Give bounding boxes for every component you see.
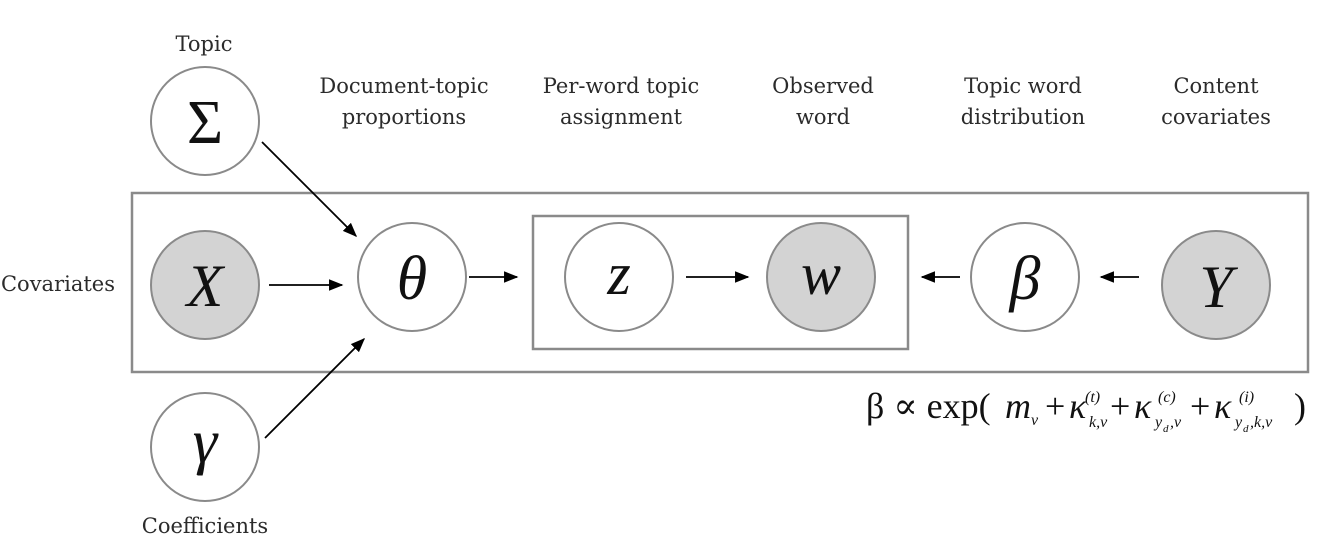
sigma-node: Σ [150, 66, 260, 176]
sigma-symbol: Σ [187, 89, 223, 157]
document-plate [130, 191, 1310, 374]
z-symbol: z [606, 241, 630, 307]
z-node: z [564, 222, 674, 332]
formula-kappa-c-sub-y: y [1153, 414, 1163, 431]
theta-node: θ [357, 222, 467, 332]
per-word-label-line2: assignment [560, 105, 683, 129]
w-node: w [766, 222, 876, 332]
formula-close: ) [1294, 386, 1306, 426]
y-node: Y [1161, 230, 1271, 340]
per-word-label-line1: Per-word topic [543, 74, 700, 98]
formula-kappa-c-sub-d: d [1163, 423, 1169, 435]
w-symbol: w [801, 241, 841, 307]
doc-topic-label-line2: proportions [342, 105, 466, 129]
coefficients-label: Coefficients [142, 514, 268, 538]
observed-label-line1: Observed [772, 74, 874, 98]
x-symbol: X [185, 253, 226, 319]
formula-kappa-t-sup: (t) [1085, 389, 1100, 406]
formula-lhs: β ∝ exp( [866, 386, 991, 426]
arrow-sigma-theta [261, 141, 358, 238]
formula-kappa-i-sub-d: d [1243, 423, 1249, 435]
doc-topic-label-line1: Document-topic [319, 74, 488, 98]
formula-m: m [1005, 386, 1031, 426]
formula-kappa-c: κ [1134, 386, 1152, 426]
topic-word-label-line1: Topic word [964, 74, 1082, 98]
topic-word-label-line2: distribution [961, 105, 1085, 129]
formula-plus-1: + [1045, 386, 1065, 426]
beta-formula: β ∝ exp( m v + κ (t) k,v + κ (c) y d ,v … [866, 386, 1306, 435]
topic-label: Topic [176, 32, 233, 56]
beta-symbol: β [1009, 245, 1041, 313]
formula-kappa-c-sup: (c) [1158, 389, 1176, 406]
x-node: X [150, 230, 260, 340]
theta-symbol: θ [397, 245, 427, 313]
y-symbol: Y [1199, 254, 1238, 320]
formula-kappa-c-sub-rest: ,v [1170, 414, 1182, 431]
formula-plus-3: + [1190, 386, 1210, 426]
gamma-node: γ [150, 392, 260, 502]
content-label-line1: Content [1173, 74, 1259, 98]
beta-node: β [970, 222, 1080, 332]
formula-kappa-i: κ [1214, 386, 1232, 426]
formula-kappa-t-sub: k,v [1089, 414, 1108, 431]
formula-kappa-t: κ [1069, 386, 1087, 426]
formula-m-sub: v [1031, 412, 1039, 429]
word-plate [531, 214, 910, 351]
formula-kappa-i-sub-rest: ,k,v [1250, 414, 1273, 431]
formula-kappa-i-sub-y: y [1233, 414, 1243, 431]
formula-kappa-i-sup: (i) [1239, 389, 1254, 406]
observed-label-line2: word [796, 105, 850, 129]
covariates-label: Covariates [1, 272, 115, 296]
content-label-line2: covariates [1161, 105, 1271, 129]
formula-plus-2: + [1110, 386, 1130, 426]
arrow-gamma-theta [264, 337, 366, 439]
gamma-symbol: γ [193, 408, 219, 476]
